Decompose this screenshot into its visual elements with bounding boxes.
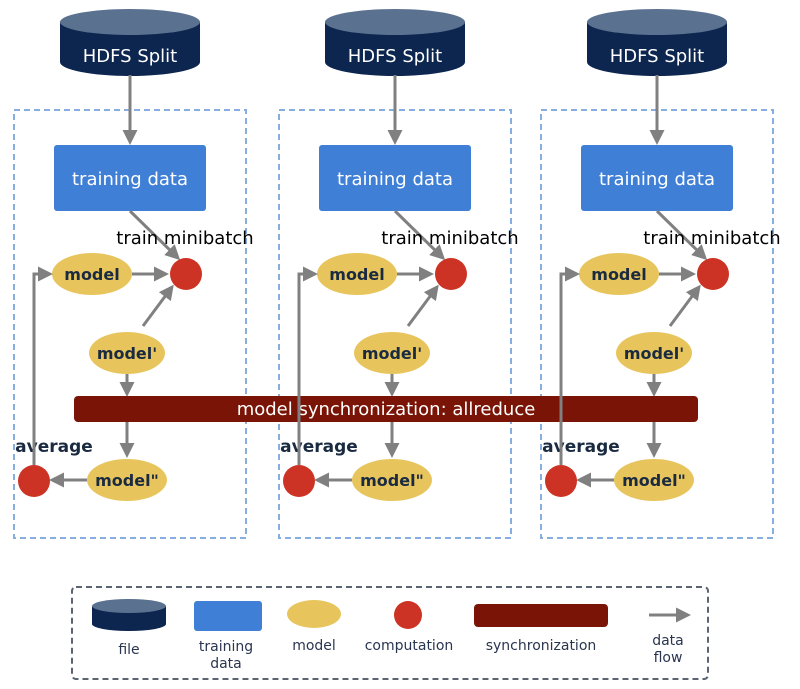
legend-training-label-line2: data [210,656,242,672]
model-label: model [329,265,384,284]
training-data-box [319,145,471,211]
legend-training-swatch [194,601,262,631]
legend-file-label: file [118,642,139,658]
model-prime-label: model' [97,344,157,363]
legend-flow-label-line2: flow [654,650,683,666]
model-double-prime-label: model" [95,471,159,490]
legend-flow-label-line1: data [652,633,684,649]
file-label: HDFS Split [83,46,178,67]
training-data-label: training data [599,169,715,190]
legend-sync-swatch [474,604,608,627]
legend-training-label-line1: training [199,639,253,655]
train-computation-node [170,258,202,290]
model-double-prime-node [614,459,694,501]
model-double-prime-label: model" [622,471,686,490]
model-node [52,253,132,295]
train-computation-node [697,258,729,290]
sync-bar-shape [74,396,698,422]
worker-3: HDFS Split training data train minibatch… [540,9,781,539]
legend-computation-label: computation [365,638,454,654]
arrow-training-to-compute [128,209,181,261]
training-data-box [581,145,733,211]
legend-file-swatch [92,599,166,631]
arrow-training-to-compute [655,209,708,261]
average-label: average [15,437,93,457]
train-computation-node [435,258,467,290]
legend-computation-swatch [394,601,422,629]
model-node [579,253,659,295]
file-label: HDFS Split [348,46,443,67]
training-data-label: training data [337,169,453,190]
model-double-prime-node [87,459,167,501]
arrow-compute-to-model-prime [406,284,439,327]
hdfs-split-file: HDFS Split [587,9,727,76]
legend-model-label: model [292,638,336,654]
model-double-prime-label: model" [360,471,424,490]
arrow-compute-to-model-prime [668,284,701,327]
train-minibatch-label: train minibatch [116,228,253,249]
train-minibatch-label: train minibatch [381,228,518,249]
model-prime-node [89,332,165,374]
sync-bar-label: model synchronization: allreduce [237,399,536,420]
model-label: model [591,265,646,284]
training-data-label: training data [72,169,188,190]
model-double-prime-node [352,459,432,501]
average-computation-node [283,465,315,497]
legend: file training data model computation syn… [71,586,709,680]
sync-bar: model synchronization: allreduce [74,396,698,422]
legend-border [71,586,709,680]
model-prime-node [616,332,692,374]
average-label: average [280,437,358,457]
worker-1: HDFS Split training data train minibatch… [13,9,254,539]
arrow-compute-to-model-prime [141,284,174,327]
hdfs-split-file: HDFS Split [60,9,200,76]
legend-model-swatch [287,600,341,628]
average-computation-node [18,465,50,497]
training-data-box [54,145,206,211]
average-computation-node [545,465,577,497]
model-node [317,253,397,295]
train-minibatch-label: train minibatch [643,228,780,249]
model-prime-label: model' [624,344,684,363]
arrow-training-to-compute [393,209,446,261]
average-label: average [542,437,620,457]
file-label: HDFS Split [610,46,705,67]
model-prime-node [354,332,430,374]
hdfs-split-file: HDFS Split [325,9,465,76]
legend-sync-label: synchronization [486,638,597,654]
worker-2: HDFS Split training data train minibatch… [278,9,519,539]
model-label: model [64,265,119,284]
model-prime-label: model' [362,344,422,363]
